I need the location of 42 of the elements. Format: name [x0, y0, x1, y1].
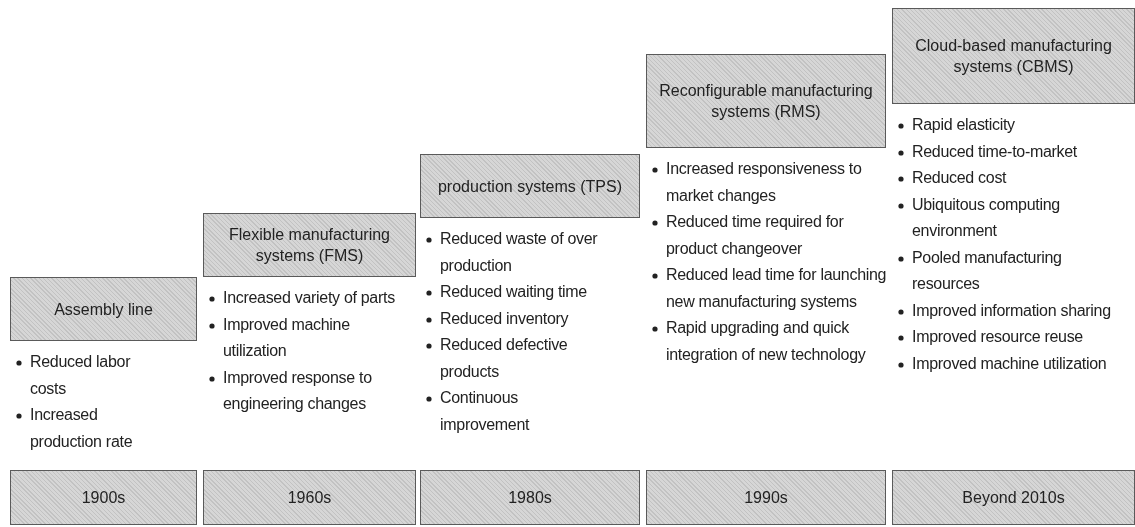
era-box	[10, 470, 197, 525]
bullet-item: Improved response to engineering changes	[223, 364, 413, 418]
stage-title: Reconfigurable manufacturing systems (RMS)	[658, 81, 874, 122]
era-box	[892, 470, 1135, 525]
bullet-item: Reduced labor costs	[30, 349, 165, 402]
bullet-item: Improved machine utilization	[223, 311, 413, 365]
bullet-item: Increased responsiveness to market changes	[666, 156, 891, 209]
stage-box	[892, 8, 1135, 104]
stage-title: Assembly line	[54, 299, 153, 320]
bullet-item: Rapid upgrading and quick integration of new technology	[666, 315, 891, 368]
bullet-item: Reduced waiting time	[440, 279, 610, 306]
era-label: 1980s	[508, 488, 552, 508]
bullet-item: Reduced cost	[912, 165, 1122, 192]
bullet-item: Ubiquitous computing environment	[912, 191, 1122, 245]
bullet-item: Continuous improvement	[440, 385, 610, 438]
bullet-item: Reduced time-to-market	[912, 138, 1122, 165]
bullet-item: Reduced inventory	[440, 305, 610, 332]
bullet-item: Reduced waste of over production	[440, 226, 610, 279]
bullet-item: Pooled manufacturing resources	[912, 244, 1122, 298]
stage-title: production systems (TPS)	[437, 176, 623, 197]
era-box	[646, 470, 886, 525]
bullet-item: Increased production rate	[30, 402, 165, 455]
bullet-item: Increased variety of parts	[223, 285, 413, 312]
era-label: 1990s	[744, 488, 788, 508]
bullet-item: Reduced lead time for launching new manufacturing systems	[666, 262, 891, 315]
era-box	[203, 470, 416, 525]
bullet-item: Improved resource reuse	[912, 324, 1122, 351]
stage-title: Flexible manufacturing systems (FMS)	[228, 225, 391, 266]
stage-box	[646, 54, 886, 148]
stage-title: Cloud-based manufacturing systems (CBMS)	[914, 36, 1113, 77]
stage-box	[420, 154, 640, 218]
era-label: 1900s	[81, 488, 126, 508]
bullet-item: Reduced defective products	[440, 332, 610, 385]
era-label: 1960s	[287, 488, 332, 508]
era-label: Beyond 2010s	[962, 488, 1065, 508]
bullet-item: Improved machine utilization	[912, 350, 1122, 377]
bullet-item: Reduced time required for product changeover	[666, 209, 891, 262]
stage-box	[10, 277, 197, 341]
stage-box	[203, 213, 416, 277]
era-box	[420, 470, 640, 525]
bullet-item: Rapid elasticity	[912, 112, 1122, 139]
bullet-item: Improved information sharing	[912, 297, 1122, 324]
